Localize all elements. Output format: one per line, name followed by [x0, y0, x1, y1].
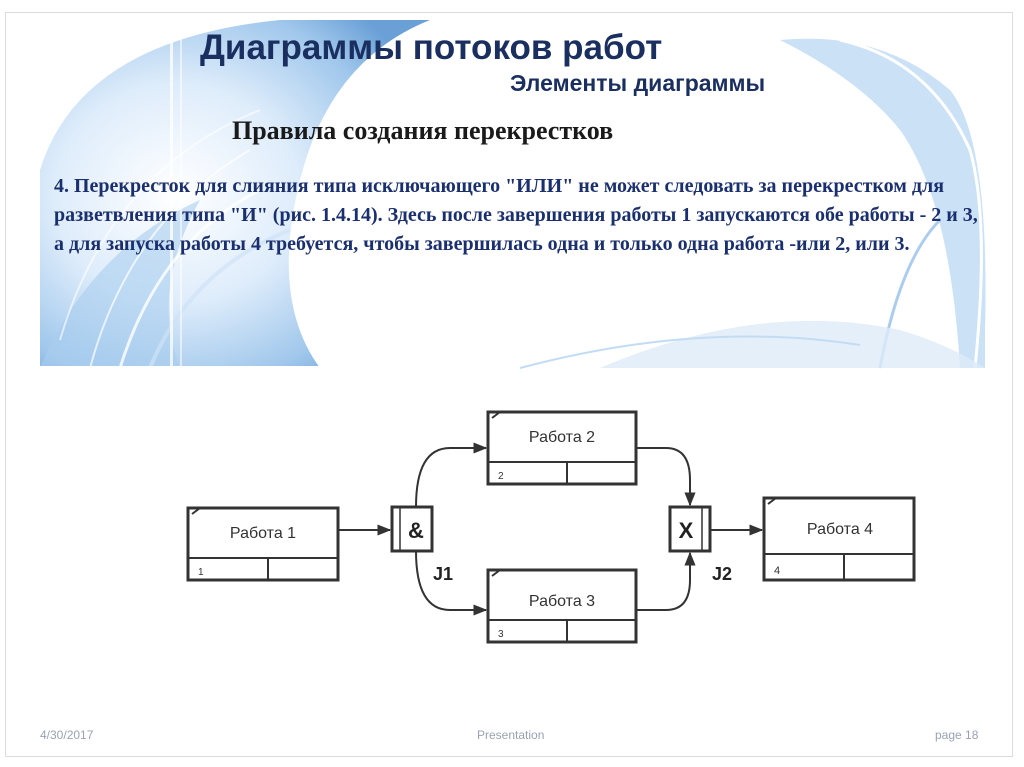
work-label-1: Работа 1: [230, 525, 296, 542]
junction-label-j2: J2: [712, 564, 732, 584]
work-box-2: Работа 2 2: [486, 410, 638, 486]
work-label-4: Работа 4: [807, 521, 873, 538]
junction-symbol-and: &: [408, 518, 424, 543]
rules-heading: Правила создания перекрестков: [232, 116, 614, 145]
work-box-4: Работа 4 4: [762, 496, 916, 582]
work-box-1: Работа 1 1: [186, 506, 340, 582]
rule-paragraph: 4. Перекресток для слияния типа исключаю…: [54, 175, 978, 255]
arrow-work3-to-j2: [636, 551, 696, 611]
work-number-2: 2: [498, 471, 504, 482]
junction-symbol-xor: X: [679, 518, 694, 543]
junction-label-j1: J1: [433, 564, 453, 584]
footer-date: 4/30/2017: [40, 728, 94, 742]
work-box-3: Работа 3 3: [486, 568, 638, 644]
footer-center: Presentation: [477, 728, 545, 742]
junction-xor: X J2: [668, 505, 732, 584]
work-number-1: 1: [198, 567, 204, 578]
arrow-j1-to-work3: [415, 550, 488, 616]
work-number-3: 3: [498, 629, 504, 640]
junction-and: & J1: [390, 505, 453, 584]
work-number-4: 4: [774, 565, 780, 577]
work-label-3: Работа 3: [529, 593, 595, 610]
slide-subtitle: Элементы диаграммы: [510, 70, 766, 96]
work-label-2: Работа 2: [529, 429, 595, 446]
footer-page-number: page 18: [935, 728, 979, 742]
flow-arrows: [338, 442, 764, 616]
slide-frame: [5, 12, 1013, 757]
slide-title: Диаграммы потоков работ: [200, 28, 663, 67]
arrow-work2-to-j2: [636, 447, 696, 507]
arrow-j1-to-work2: [415, 442, 488, 508]
workflow-diagram: Работа 1 1 Работа 2 2 Работа 3 3: [186, 410, 916, 644]
